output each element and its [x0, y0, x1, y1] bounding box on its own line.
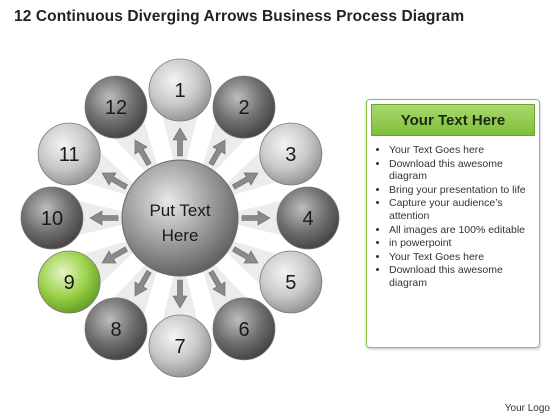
node-4: 4 — [276, 186, 340, 250]
arrow-to-node-9 — [101, 246, 128, 264]
node-circle — [259, 122, 323, 186]
bullet-item: Capture your audience’s attention — [389, 197, 533, 222]
center-label-line-2: Here — [162, 226, 199, 245]
bullet-item: in powerpoint — [389, 237, 533, 250]
node-circle — [276, 186, 340, 250]
node-circle — [212, 75, 276, 139]
node-7: 7 — [148, 314, 212, 378]
arrow-to-node-7 — [172, 279, 188, 309]
node-circle — [259, 250, 323, 314]
arrow-to-node-6 — [208, 270, 226, 297]
node-number: 4 — [302, 208, 313, 230]
node-number: 11 — [59, 144, 80, 166]
arrow-to-node-4 — [241, 210, 271, 226]
node-number: 10 — [41, 208, 63, 230]
arrow-to-node-12 — [134, 139, 152, 166]
node-circle — [37, 250, 101, 314]
node-2: 2 — [212, 75, 276, 139]
arrow-to-node-11 — [101, 172, 128, 190]
node-circle — [20, 186, 84, 250]
node-number: 9 — [64, 272, 75, 294]
center-circle — [121, 159, 239, 277]
node-12: 12 — [84, 75, 148, 139]
node-8: 8 — [84, 297, 148, 361]
node-1: 1 — [148, 58, 212, 122]
node-number: 6 — [238, 319, 249, 341]
node-number: 3 — [285, 144, 296, 166]
node-9: 9 — [37, 250, 101, 314]
bullet-item: Your Text Goes here — [389, 144, 533, 157]
node-circle — [148, 314, 212, 378]
node-circle — [212, 297, 276, 361]
arrow-to-node-5 — [232, 246, 259, 264]
node-number: 1 — [174, 80, 185, 102]
text-box-heading: Your Text Here — [371, 104, 535, 136]
page-title: 12 Continuous Diverging Arrows Business … — [14, 8, 465, 25]
bullet-item: Bring your presentation to life — [389, 184, 533, 197]
node-number: 5 — [285, 272, 296, 294]
bullet-item: Your Text Goes here — [389, 251, 533, 264]
node-circle — [148, 58, 212, 122]
bullet-item: Download this awesome diagram — [389, 158, 533, 183]
bullet-list: Your Text Goes hereDownload this awesome… — [367, 144, 539, 290]
node-circle — [84, 75, 148, 139]
node-circle — [37, 122, 101, 186]
bullet-item: Download this awesome diagram — [389, 264, 533, 289]
node-circle — [84, 297, 148, 361]
node-5: 5 — [259, 250, 323, 314]
node-10: 10 — [20, 186, 84, 250]
arrow-to-node-1 — [172, 127, 188, 157]
node-6: 6 — [212, 297, 276, 361]
arrow-to-node-8 — [134, 270, 152, 297]
arrow-to-node-10 — [89, 210, 119, 226]
node-3: 3 — [259, 122, 323, 186]
logo-text: Your Logo — [504, 403, 550, 414]
node-number: 12 — [105, 97, 127, 119]
node-11: 11 — [37, 122, 101, 186]
node-number: 8 — [110, 319, 121, 341]
node-number: 7 — [174, 336, 185, 358]
arrow-to-node-3 — [232, 172, 259, 190]
bullet-item: All images are 100% editable — [389, 224, 533, 237]
center-label-line-1: Put Text — [149, 201, 210, 220]
node-number: 2 — [238, 97, 249, 119]
arrow-to-node-2 — [208, 139, 226, 166]
text-box: Your Text Here Your Text Goes hereDownlo… — [366, 99, 540, 348]
